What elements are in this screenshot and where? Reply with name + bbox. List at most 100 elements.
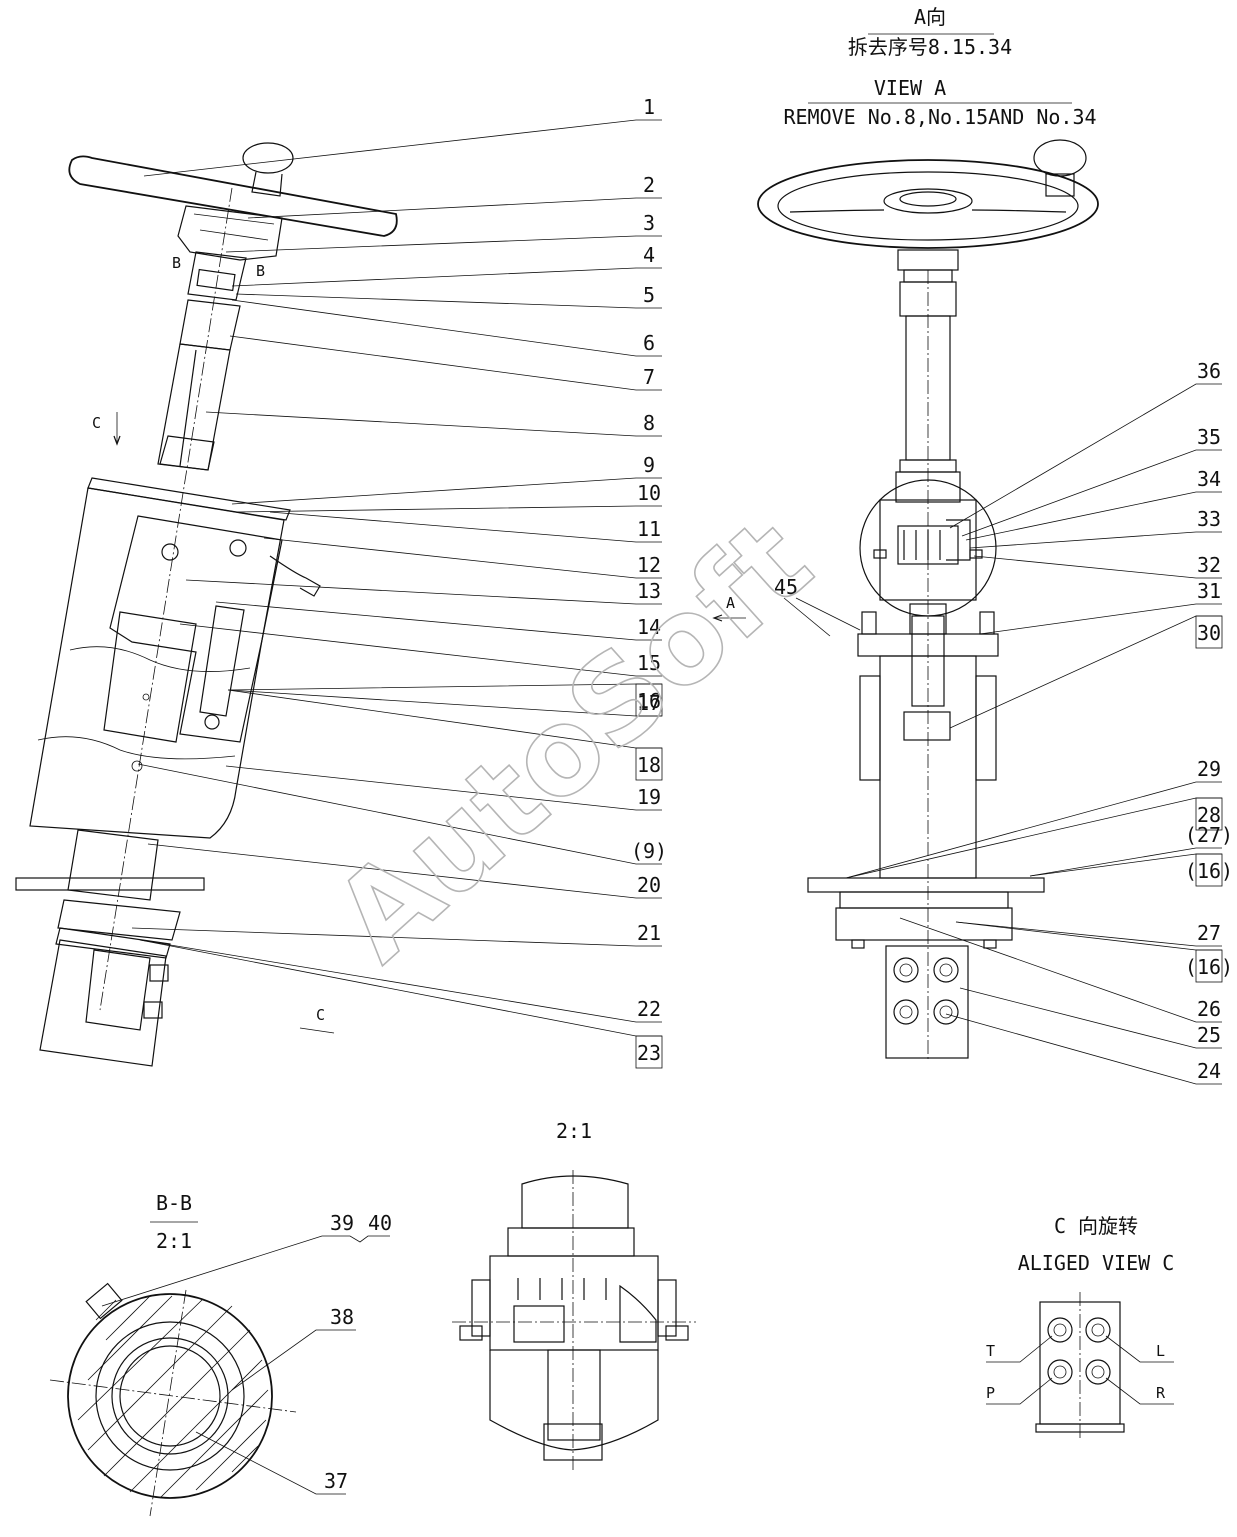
callout-39: 39	[330, 1211, 354, 1235]
callout-number: 17	[637, 691, 661, 715]
callout-leader	[899, 917, 1222, 1023]
callout-number: (16)	[1185, 955, 1233, 979]
callout-leader	[269, 511, 662, 543]
callout-number: 33	[1197, 507, 1221, 531]
callout-leader	[147, 843, 662, 899]
callout-number: 18	[637, 753, 661, 777]
callout-box	[1195, 797, 1223, 831]
view-c-title-cn: C 向旋转	[1054, 1214, 1138, 1238]
callout-leader	[973, 555, 1222, 579]
callout-number: 24	[1197, 1059, 1221, 1083]
view-a-title-en: VIEW A	[874, 76, 946, 100]
view-c-title-en: ALIGED VIEW C	[1018, 1251, 1175, 1275]
callout-number: 27	[1197, 921, 1221, 945]
callout-number: 1	[643, 95, 655, 119]
callout-number: 32	[1197, 553, 1221, 577]
view-a-subtitle-en: REMOVE No.8,No.15AND No.34	[783, 105, 1096, 129]
callout-leader	[131, 927, 662, 947]
callout-leader	[225, 235, 662, 253]
handwheel-knob	[242, 142, 294, 174]
callout-leader	[955, 921, 1222, 947]
valve-block	[39, 939, 167, 1067]
knob-front	[1033, 139, 1087, 177]
callout-number: 2	[643, 173, 655, 197]
valve-block-front	[885, 945, 969, 1059]
lower-shaft	[67, 829, 159, 901]
callout-number: 6	[643, 331, 655, 355]
section-bb-outer	[67, 1293, 273, 1499]
callout-number: 3	[643, 211, 655, 235]
callout-number: 16	[637, 689, 661, 713]
callout-leader	[945, 1013, 1222, 1085]
callout-number: 35	[1197, 425, 1221, 449]
callout-37: 37	[324, 1469, 348, 1493]
watermark-text: AutoSoft	[308, 492, 836, 987]
callout-leader	[137, 763, 662, 865]
callout-leader	[231, 267, 662, 287]
spring-rod	[199, 605, 245, 717]
callout-number: 19	[637, 785, 661, 809]
view-a-subtitle-cn: 拆去序号8.15.34	[848, 35, 1012, 59]
callout-box	[1195, 949, 1223, 983]
port-label-p: P	[986, 1384, 995, 1402]
callout-number: (16)	[1185, 859, 1233, 883]
view-a-title-cn: A向	[914, 5, 946, 29]
callout-number: 10	[637, 481, 661, 505]
callout-number: 25	[1197, 1023, 1221, 1047]
callout-box	[1195, 853, 1223, 887]
callout-leader	[247, 197, 662, 219]
small-labels: B B C C A T L P R	[92, 254, 1166, 1402]
callout-number: 14	[637, 615, 661, 639]
callout-number: 8	[643, 411, 655, 435]
callout-leader	[235, 505, 662, 513]
callout-number: 21	[637, 921, 661, 945]
callout-number: 26	[1197, 997, 1221, 1021]
callout-number: 15	[637, 651, 661, 675]
callout-leader	[225, 765, 662, 811]
callout-leader	[969, 531, 1222, 549]
callout-leader	[231, 299, 662, 357]
callout-number: 22	[637, 997, 661, 1021]
callout-number: 12	[637, 553, 661, 577]
detail-scale-label: 2:1	[556, 1119, 592, 1143]
lower-flange-front	[835, 907, 1013, 941]
callout-number: 28	[1197, 803, 1221, 827]
callout-leader	[215, 601, 662, 641]
view-mark-c-top: C	[92, 414, 101, 432]
callout-leader	[235, 293, 662, 309]
callout-number: 23	[637, 1041, 661, 1065]
side-view-assembly	[15, 142, 398, 1067]
port-label-l: L	[1156, 1342, 1165, 1360]
callout-leader	[179, 623, 662, 677]
callout-box	[635, 747, 663, 781]
floor-plate	[15, 877, 205, 891]
callout-number: 36	[1197, 359, 1221, 383]
callout-leader	[263, 537, 662, 579]
inner-cylinder	[103, 611, 197, 743]
callout-leader	[961, 449, 1222, 537]
section-mark-b-left: B	[172, 254, 181, 272]
view-mark-c-bottom: C	[316, 1006, 325, 1024]
top-flange-plate	[87, 477, 291, 521]
callout-leader	[231, 477, 662, 505]
callout-box	[1195, 615, 1223, 649]
callout-number: 11	[637, 517, 661, 541]
knob-stem	[251, 171, 283, 197]
section-mark-b-right: B	[256, 262, 265, 280]
callout-number: 5	[643, 283, 655, 307]
callout-leader	[845, 781, 1222, 879]
callout-leader	[845, 797, 1222, 879]
callout-number: 34	[1197, 467, 1221, 491]
callout-number: 9	[643, 453, 655, 477]
floor-flange-front	[807, 877, 1045, 893]
section-bb-scale: 2:1	[156, 1229, 192, 1253]
handwheel-front	[757, 159, 1099, 249]
callout-number: 20	[637, 873, 661, 897]
view-c	[986, 1292, 1174, 1440]
main-housing	[29, 487, 285, 839]
callout-box	[635, 1035, 663, 1069]
view-titles: A向 拆去序号8.15.34 VIEW A REMOVE No.8,No.15A…	[150, 5, 1174, 1275]
